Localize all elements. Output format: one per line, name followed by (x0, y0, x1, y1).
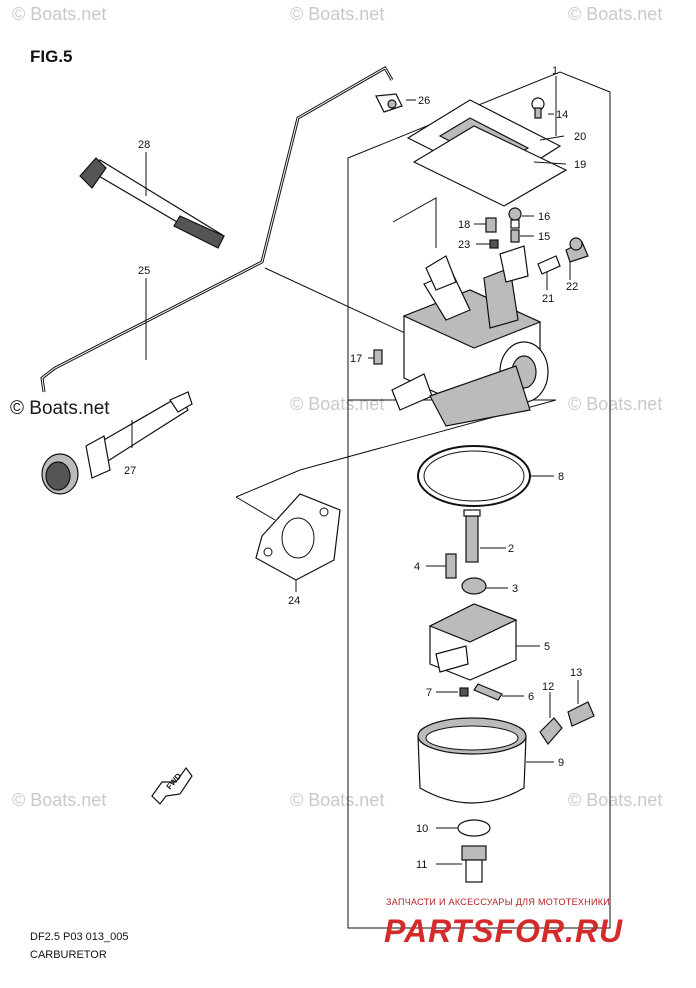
bowl-gasket (417, 445, 531, 507)
watermark: © Boats.net (10, 398, 110, 419)
callout-24: 24 (288, 595, 300, 607)
callout-25: 25 (138, 265, 150, 277)
pilot-jet (373, 349, 383, 365)
brand-logo: PARTSFOR.RU (384, 913, 623, 949)
choke-knob (41, 391, 193, 495)
float-needle (459, 687, 469, 697)
link-lines (235, 197, 557, 521)
callout-7: 7 (426, 687, 432, 699)
throttle-rod (40, 65, 394, 393)
rod-clip (375, 93, 403, 113)
idle-screw (537, 237, 589, 275)
drain-bolt (461, 845, 487, 883)
fwd-arrow: FWD (151, 766, 193, 805)
callout-28: 28 (138, 139, 150, 151)
watermark: © Boats.net (568, 790, 662, 810)
callout-17: 17 (350, 353, 362, 365)
float (428, 603, 518, 681)
figure-code: DF2.5 P03 013_005 (30, 931, 128, 943)
plate-screw (531, 97, 545, 119)
callout-22: 22 (566, 281, 578, 293)
figure-title: FIG.5 (30, 47, 73, 66)
figure-name: CARBURETOR (30, 949, 107, 961)
carburetor-body (391, 245, 549, 427)
watermark: © Boats.net (290, 394, 384, 414)
watermark: © Boats.net (290, 4, 384, 24)
watermark: © Boats.net (12, 4, 106, 24)
callout-1: 1 (552, 65, 558, 77)
small-screws (485, 207, 522, 249)
callout-10: 10 (416, 823, 428, 835)
watermark: © Boats.net (290, 790, 384, 810)
throttle-rod-inner (41, 67, 393, 393)
watermark: © Boats.net (568, 4, 662, 24)
callout-9: 9 (558, 757, 564, 769)
callout-8: 8 (558, 471, 564, 483)
watermark: © Boats.net (568, 394, 662, 414)
main-jet (445, 553, 457, 579)
callout-23: 23 (458, 239, 470, 251)
float-pin (473, 683, 503, 701)
callout-27: 27 (124, 465, 136, 477)
callout-20: 20 (574, 131, 586, 143)
callout-15: 15 (538, 231, 550, 243)
callout-3: 3 (512, 583, 518, 595)
callout-2: 2 (508, 543, 514, 555)
leader-lines (131, 76, 579, 865)
callout-6: 6 (528, 691, 534, 703)
watermark: © Boats.net (12, 790, 106, 810)
main-nozzle (463, 509, 481, 563)
top-plate (406, 99, 568, 207)
nozzle-washer (461, 577, 487, 595)
watermarks: © Boats.net © Boats.net © Boats.net © Bo… (10, 4, 662, 810)
callouts: 1 2 3 4 5 6 7 8 9 10 11 12 13 14 15 16 1… (124, 65, 586, 871)
callout-16: 16 (538, 211, 550, 223)
callout-5: 5 (544, 641, 550, 653)
callout-19: 19 (574, 159, 586, 171)
assembly-outline (347, 71, 611, 929)
callout-4: 4 (414, 561, 420, 573)
drain-washer (457, 819, 491, 837)
callout-13: 13 (570, 667, 582, 679)
long-bolt (79, 157, 225, 249)
callout-14: 14 (556, 109, 568, 121)
brand-subtitle: ЗАПЧАСТИ И АКСЕССУАРЫ ДЛЯ МОТОТЕХНИКИ (386, 897, 610, 907)
callout-12: 12 (542, 681, 554, 693)
callout-26: 26 (418, 95, 430, 107)
callout-18: 18 (458, 219, 470, 231)
flange-gasket (255, 493, 341, 581)
callout-21: 21 (542, 293, 554, 305)
float-bowl (417, 717, 527, 804)
pilot-screw (539, 701, 595, 745)
callout-11: 11 (416, 859, 427, 871)
